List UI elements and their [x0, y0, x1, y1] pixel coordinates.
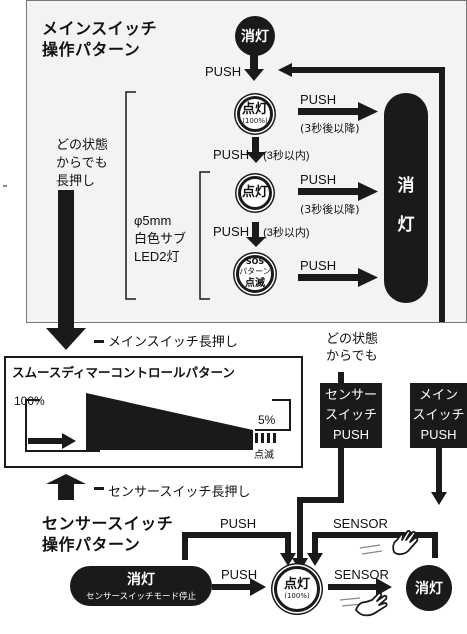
main-switch-box-line1: メイン [418, 387, 458, 402]
sensor-off-state-label: 消灯 [127, 572, 155, 588]
any-state-note-line2: からでも [56, 155, 108, 170]
state-on-100: 点灯 (100%) [237, 96, 273, 132]
state-sub-led-on: 点灯 [238, 176, 272, 210]
led-note-line3: LED2灯 [134, 249, 180, 264]
dimmer-end-pct: 5% [258, 413, 276, 427]
led-note: φ5mm 白色サブ LED2灯 [134, 212, 186, 266]
state-sub-led-label: 点灯 [241, 185, 268, 200]
any-state-right-note: どの状態 からでも [326, 330, 378, 364]
state-sos-blink: SOS パターン 点滅 [236, 255, 274, 293]
top-off-state: 消灯 [235, 16, 275, 56]
sensor-switch-push-box: センサー スイッチ PUSH [320, 383, 382, 448]
push-next-1-label: PUSH [213, 147, 250, 162]
push-to-off-1: PUSH [300, 92, 337, 107]
any-state-right-line2: からでも [326, 348, 378, 363]
main-switch-title-line1: メインスイッチ [42, 19, 158, 38]
sensor-on-state-label: 点灯 [283, 577, 310, 592]
sensor-off-right: 消灯 [406, 565, 452, 611]
sos-line2: パターン [239, 267, 271, 276]
sensor-switch-title-line2: 操作パターン [42, 535, 141, 554]
push-to-off-1-note: (3秒後以降) [300, 122, 360, 135]
led-note-line1: φ5mm [134, 213, 172, 228]
any-state-note: どの状態 からでも 長押し [56, 136, 108, 190]
main-switch-box-line3: PUSH [420, 427, 457, 442]
push-next-2-note: (3秒以内) [263, 227, 310, 239]
push-to-off-3: PUSH [300, 258, 337, 273]
sensor-off-state: 消灯 センサースイッチモード停止 [70, 566, 212, 606]
any-state-note-line3: 長押し [56, 173, 96, 188]
dimmer-title: スムースディマーコントロールパターン [12, 365, 235, 380]
sensor-switch-box-line1: センサー [324, 387, 377, 402]
any-state-right-line1: どの状態 [326, 331, 379, 346]
off-bar-line1: 消 [397, 176, 415, 196]
sensor-switch-box-line3: PUSH [332, 427, 370, 442]
main-switch-title-line2: 操作パターン [42, 40, 141, 59]
state-on-100-label: 点灯 [241, 102, 268, 117]
hand-wave-icon-lower [355, 592, 388, 617]
sensor-sensor-label: SENSOR [334, 567, 389, 582]
main-switch-push-box: メイン スイッチ PUSH [410, 383, 467, 448]
sensor-on-state: 点灯 (100%) [274, 566, 320, 612]
push-to-off-2-note: (3秒後以降) [300, 203, 360, 216]
sos-line1: SOS [245, 257, 265, 266]
sensor-off-right-label: 消灯 [415, 581, 443, 597]
sensor-switch-title: センサースイッチ 操作パターン [42, 513, 173, 555]
push-next-2: PUSH (3秒以内) [213, 224, 310, 240]
sensor-on-state-sub: (100%) [284, 592, 310, 600]
push-next-1: PUSH (3秒以内) [213, 147, 310, 163]
dimmer-blink: 点滅 [254, 450, 274, 461]
main-switch-title: メインスイッチ 操作パターン [42, 18, 157, 60]
sensor-off-state-note: センサースイッチモード停止 [85, 592, 197, 602]
sensor-top-sensor: SENSOR [333, 516, 388, 531]
hand-wave-icon [392, 530, 419, 556]
state-on-100-sub: (100%) [242, 117, 268, 125]
sos-line3: 点滅 [245, 278, 265, 289]
led-note-line2: 白色サブ [134, 231, 187, 246]
top-off-state-label: 消灯 [241, 29, 269, 45]
push-next-1-note: (3秒以内) [263, 150, 310, 162]
sensor-switch-box-line2: スイッチ [324, 407, 377, 422]
push-label-top: PUSH [205, 64, 242, 79]
sensor-top-push: PUSH [220, 516, 257, 531]
push-to-off-2: PUSH [300, 172, 337, 187]
off-bar: 消 灯 [384, 93, 428, 303]
main-long-press-label: メインスイッチ長押し [108, 334, 238, 349]
any-state-note-line1: どの状態 [56, 137, 109, 152]
main-switch-box-line2: スイッチ [412, 407, 465, 422]
off-bar-line2: 灯 [397, 215, 415, 235]
push-next-2-label: PUSH [213, 224, 250, 239]
sensor-push-label: PUSH [221, 567, 258, 582]
sensor-long-press-label: センサースイッチ長押し [108, 484, 251, 499]
sensor-switch-title-line1: センサースイッチ [42, 514, 174, 533]
